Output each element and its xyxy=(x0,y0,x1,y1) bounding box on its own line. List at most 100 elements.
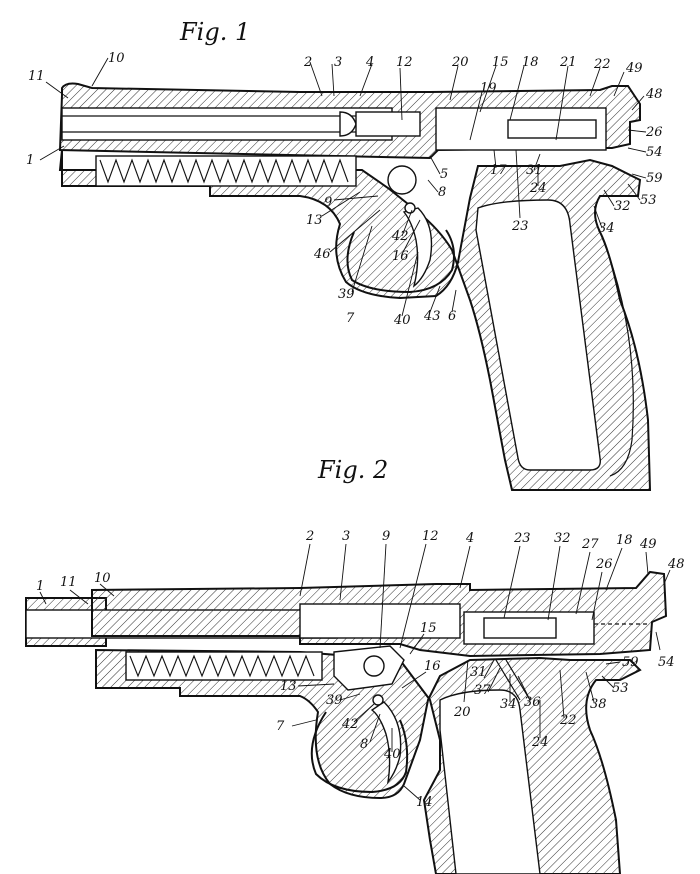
fig1-grip-panel xyxy=(475,199,601,471)
fig2-label: 54 xyxy=(658,655,675,670)
fig2-label: 10 xyxy=(94,571,111,586)
fig2-trigger xyxy=(370,701,402,785)
fig2-label: 24 xyxy=(531,735,549,750)
fig2-label: 40 xyxy=(383,747,401,762)
fig1-label: 42 xyxy=(391,229,409,244)
figure-1-title: Fig. 1 xyxy=(179,18,250,46)
fig1-leaders xyxy=(39,57,647,317)
fig1-label: 16 xyxy=(392,249,409,264)
fig2-label: 53 xyxy=(612,681,629,696)
fig2-hammer-pivot xyxy=(363,655,385,677)
fig1-firing-pin xyxy=(507,119,597,139)
fig2-grip-panel xyxy=(439,689,541,874)
fig1-label: 34 xyxy=(598,221,615,236)
fig2-label: 14 xyxy=(416,795,433,810)
fig2-slide-channel xyxy=(299,603,461,639)
fig2-label: 59 xyxy=(622,655,639,670)
fig2-label: 7 xyxy=(276,719,285,734)
fig1-label: 21 xyxy=(559,55,577,70)
fig1-label: 11 xyxy=(28,69,45,84)
fig1-label: 48 xyxy=(645,87,663,102)
fig2-label: 23 xyxy=(513,531,531,546)
figure-2: Fig. 2 xyxy=(25,456,685,874)
fig1-label: 6 xyxy=(448,309,456,324)
fig2-label: 38 xyxy=(590,697,607,712)
fig1-label: 10 xyxy=(108,51,125,66)
fig1-label: 2 xyxy=(303,55,312,70)
fig2-label: 2 xyxy=(305,529,314,544)
fig2-label: 4 xyxy=(465,531,474,546)
fig1-label: 12 xyxy=(396,55,413,70)
fig1-label: 22 xyxy=(593,57,611,72)
fig2-label: 26 xyxy=(595,557,613,572)
fig2-label: 31 xyxy=(470,665,487,680)
fig2-label: 39 xyxy=(326,693,343,708)
fig1-label: 3 xyxy=(334,55,342,70)
fig1-hammer-pivot xyxy=(387,165,417,195)
fig1-label: 5 xyxy=(440,167,448,182)
figure-2-title: Fig. 2 xyxy=(317,456,388,484)
fig1-sear-pin xyxy=(404,202,416,214)
fig2-label: 8 xyxy=(360,737,368,752)
fig2-label: 36 xyxy=(524,695,541,710)
fig2-label: 9 xyxy=(382,529,390,544)
fig1-reference-labels: 11 10 2 3 4 12 20 15 18 19 21 22 49 48 2… xyxy=(26,51,663,328)
fig1-label: 31 xyxy=(526,163,543,178)
fig2-label: 34 xyxy=(500,697,517,712)
fig1-label: 8 xyxy=(438,185,446,200)
fig2-label: 49 xyxy=(639,537,657,552)
fig2-label: 42 xyxy=(341,717,359,732)
fig1-cartridge-case xyxy=(355,111,421,137)
fig2-label: 37 xyxy=(474,683,491,698)
fig1-label: 49 xyxy=(625,61,643,76)
fig1-recoil-spring xyxy=(99,158,349,184)
figure-1: Fig. 1 xyxy=(26,18,663,491)
fig2-label: 12 xyxy=(422,529,439,544)
fig1-label: 18 xyxy=(522,55,539,70)
fig2-label: 13 xyxy=(280,679,297,694)
fig2-trigger-guard xyxy=(310,711,409,794)
fig2-label: 11 xyxy=(60,575,77,590)
fig1-label: 26 xyxy=(645,125,663,140)
fig1-label: 13 xyxy=(306,213,323,228)
fig2-label: 22 xyxy=(559,713,577,728)
fig1-label: 7 xyxy=(346,311,355,326)
fig1-label: 15 xyxy=(492,55,509,70)
fig2-sear-pin xyxy=(372,694,384,706)
fig1-label: 39 xyxy=(338,287,355,302)
fig1-label: 17 xyxy=(490,163,507,178)
fig1-label: 4 xyxy=(365,55,374,70)
fig1-label: 1 xyxy=(26,153,34,168)
fig1-trigger xyxy=(402,207,433,288)
fig1-label: 46 xyxy=(313,247,331,262)
fig1-label: 54 xyxy=(646,145,663,160)
fig2-label: 16 xyxy=(424,659,441,674)
fig2-reference-labels: 1 11 10 2 3 9 12 4 23 32 27 18 49 48 26 … xyxy=(36,529,685,810)
fig1-label: 32 xyxy=(614,199,631,214)
fig1-trigger-guard xyxy=(346,229,455,294)
fig1-label: 23 xyxy=(511,219,529,234)
fig2-firing-pin xyxy=(483,617,557,639)
fig2-label: 32 xyxy=(554,531,571,546)
fig1-backstrap xyxy=(599,231,634,477)
fig2-leaders xyxy=(39,543,671,801)
fig2-recoil-spring xyxy=(129,654,315,678)
fig2-label: 20 xyxy=(453,705,471,720)
fig2-label: 18 xyxy=(616,533,633,548)
fig1-label: 53 xyxy=(640,193,657,208)
fig1-label: 40 xyxy=(393,313,411,328)
fig1-label: 24 xyxy=(529,181,547,196)
fig1-label: 19 xyxy=(480,81,497,96)
fig2-label: 3 xyxy=(342,529,350,544)
fig2-label: 48 xyxy=(667,557,685,572)
fig2-recoil-spring-housing xyxy=(125,651,323,681)
fig1-label: 43 xyxy=(423,309,441,324)
fig2-label: 15 xyxy=(420,621,437,636)
fig2-label: 27 xyxy=(581,537,599,552)
fig1-label: 9 xyxy=(324,195,332,210)
fig1-label: 59 xyxy=(646,171,663,186)
fig2-label: 1 xyxy=(36,579,44,594)
fig1-label: 20 xyxy=(451,55,469,70)
fig1-recoil-spring-housing xyxy=(95,155,357,187)
